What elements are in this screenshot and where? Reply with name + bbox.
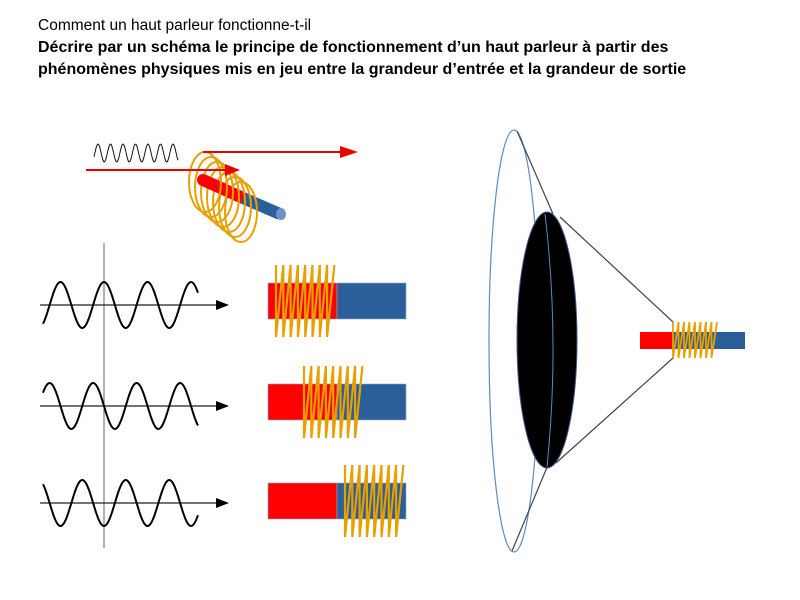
arrowhead-out (340, 146, 358, 158)
arrowhead-in (225, 164, 240, 176)
magnet-north-pole (267, 482, 338, 520)
coil-ring-back (188, 151, 206, 213)
input-signal-wave (93, 143, 179, 163)
magnet-south-pole (336, 282, 407, 320)
cone-edge-inner (544, 213, 554, 468)
sine-wave (42, 478, 199, 528)
wave-row-3 (40, 464, 407, 538)
wave-rows (40, 264, 407, 538)
page-instruction: Décrire par un schéma le principe de fon… (38, 39, 687, 78)
coil-ring-back (194, 156, 212, 218)
loudspeaker (488, 129, 745, 553)
sine-wave (42, 381, 199, 431)
cylindrical-magnet (197, 174, 286, 220)
magnet-south-pole (240, 192, 283, 220)
cone-line-bottom-outer (511, 464, 549, 552)
voice-coil (672, 321, 718, 359)
magnet-north-pole (197, 174, 249, 204)
speaker-magnet-north (640, 332, 673, 349)
coil-ring-front (240, 181, 258, 243)
membrane (516, 211, 578, 469)
coil (302, 365, 364, 439)
axis-arrowhead (216, 300, 229, 310)
coil-ring-back (218, 176, 236, 238)
wave-row-2 (40, 365, 407, 439)
coil (274, 264, 336, 338)
magnet-end-cap (276, 208, 286, 220)
cone-line-bottom (555, 357, 674, 464)
coil-ring-back (212, 171, 230, 233)
intro-coil (188, 151, 242, 243)
coil-ring-front (210, 156, 228, 218)
coil-ring-front (216, 161, 234, 223)
coil-ring-back (224, 181, 242, 243)
cone-line-top-outer (516, 130, 554, 215)
intro-coil-front (204, 151, 258, 243)
voice-coil-winding (672, 321, 718, 359)
cone-line-top (559, 216, 674, 323)
coil-ring-front (234, 176, 252, 238)
intro-illustration (86, 143, 358, 243)
axis-arrowhead (216, 498, 229, 508)
coil-ring-back (200, 161, 218, 223)
coil (343, 464, 405, 538)
sine-wave (42, 280, 199, 330)
coil-ring-front (228, 171, 246, 233)
coil-ring-front (204, 151, 222, 213)
wave-row-1 (40, 264, 407, 338)
page-subtitle: Comment un haut parleur fonctionne-t-il (38, 17, 312, 34)
axis-arrowhead (216, 401, 229, 411)
